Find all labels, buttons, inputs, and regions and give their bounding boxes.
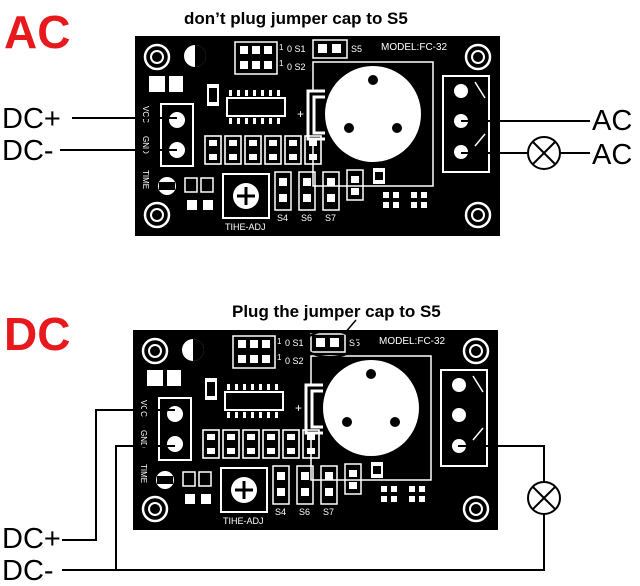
dc-vcc-label: VCC [139,400,148,417]
dc-model-label: MODEL:FC-32 [379,336,446,347]
dc-s7-label: S7 [323,507,334,517]
ac-right-label-1: AC [592,105,632,137]
s5-highlight-ellipse [303,330,357,358]
ac-instruction: don’t plug jumper cap to S5 [184,9,408,28]
ac-dcminus-label: DC- [2,135,54,167]
ac-dcplus-label: DC+ [2,103,61,135]
dc-gnd-label: GND [139,430,148,448]
dc-s1-label: 0 S1 [285,338,304,348]
ac-s2-label: 0 S2 [287,62,306,72]
ac-s1-label: 0 S1 [287,44,306,54]
ac-s7-label: S7 [325,213,336,223]
ac-s6-label: S6 [301,213,312,223]
dc-pot-label: TIHE-ADJ [223,516,264,526]
dc-time-label: TIME [139,464,148,483]
ac-header-row-1: 1 [279,43,284,52]
dc-lamp [527,481,561,515]
ac-s4-label: S4 [277,213,288,223]
dc-header-row-1: 1 [277,337,282,346]
ac-time-label: TIME [141,170,150,189]
dc-s5-label: S5 [349,338,360,348]
dc-s4-label: S4 [275,507,286,517]
dc-dcminus-label: DC- [2,555,54,586]
s5-pointer-line [343,319,357,335]
ac-section: AC don’t plug jumper cap to S5 1 1 0 S1 … [2,6,632,236]
ac-gnd-label: GND [141,136,150,154]
dc-section: DC Plug the jumper cap to S5 1 1 0 S1 0 … [2,302,561,586]
ac-s5-label: S5 [351,44,362,54]
dc-dcplus-label: DC+ [2,523,61,555]
ac-plus-mark: + [297,107,304,121]
ac-lamp [527,136,561,170]
dc-s6-label: S6 [299,507,310,517]
ac-header-row-2: 1 [279,59,284,68]
ac-relay-board: 1 1 0 S1 0 S2 S5 MODEL:FC-32 + VCC GND T… [135,36,500,236]
ac-model-label: MODEL:FC-32 [381,42,448,53]
ac-wires [60,117,590,154]
ac-vcc-label: VCC [141,106,150,123]
dc-s2-label: 0 S2 [285,356,304,366]
dc-header-row-2: 1 [277,353,282,362]
dc-instruction: Plug the jumper cap to S5 [232,302,441,321]
dc-plus-mark: + [295,401,302,415]
ac-mode-label: AC [4,6,70,58]
dc-wires [62,409,545,571]
ac-right-label-2: AC [592,139,632,171]
ac-pot-label: TIHE-ADJ [225,222,266,232]
dc-mode-label: DC [4,308,70,360]
dc-relay-board: 1 1 0 S1 0 S2 S5 MODEL:FC-32 + VCC GND T… [133,330,498,530]
